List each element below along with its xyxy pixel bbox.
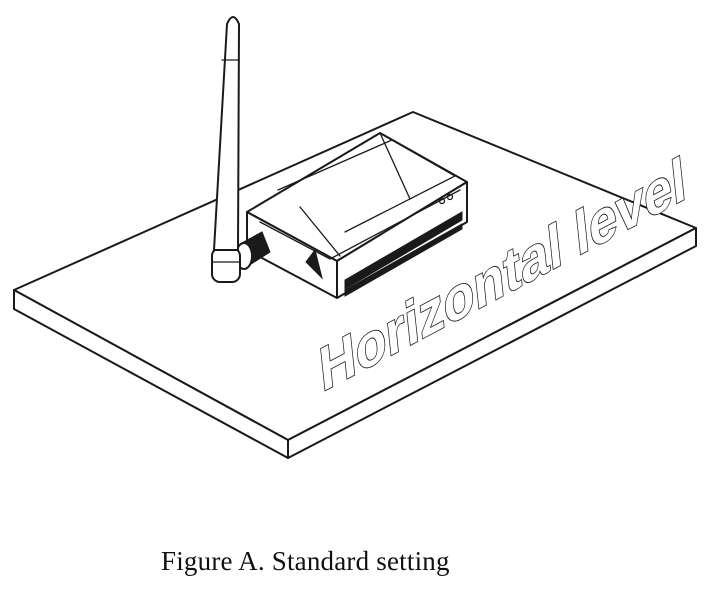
router-device bbox=[246, 132, 468, 299]
figure-caption: Figure A. Standard setting bbox=[161, 546, 450, 576]
device-placement-illustration: Horizontal level bbox=[13, 16, 697, 459]
antenna bbox=[211, 16, 271, 283]
